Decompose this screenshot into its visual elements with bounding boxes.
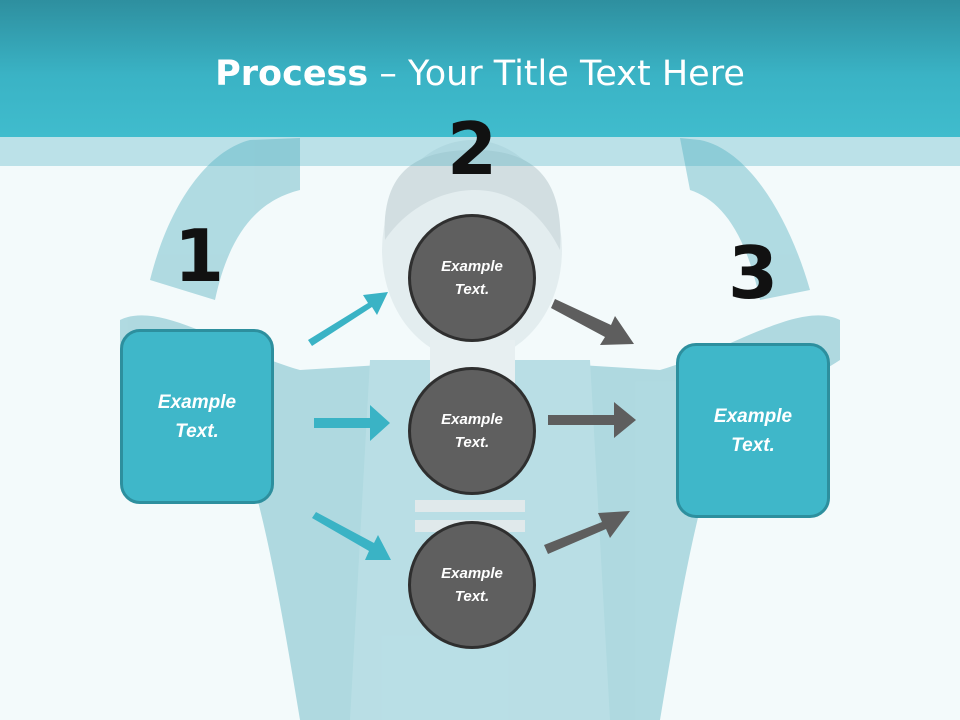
- step-3-box[interactable]: Example Text.: [676, 343, 830, 518]
- step-number-2: 2: [446, 107, 498, 191]
- arrow-grey-down: [551, 299, 634, 345]
- step-2-circle-2-label: Example Text.: [441, 411, 503, 451]
- title-bold: Process: [215, 54, 369, 94]
- step-2-circle-3[interactable]: Example Text.: [408, 521, 536, 649]
- title-band: [0, 0, 960, 137]
- arrow-grey-straight: [548, 402, 636, 438]
- slide-title: Process – Your Title Text Here: [0, 52, 960, 96]
- arrow-teal-straight: [314, 405, 390, 441]
- arrow-teal-up: [308, 292, 388, 346]
- step-1-box[interactable]: Example Text.: [120, 329, 274, 504]
- step-2-circle-1[interactable]: Example Text.: [408, 214, 536, 342]
- title-strip: [0, 137, 960, 166]
- step-number-1: 1: [173, 214, 225, 298]
- step-number-3: 3: [727, 231, 779, 315]
- title-rest: – Your Title Text Here: [368, 54, 745, 94]
- step-2-circle-2[interactable]: Example Text.: [408, 367, 536, 495]
- arrow-teal-down: [312, 512, 391, 560]
- step-2-circle-1-label: Example Text.: [441, 258, 503, 298]
- step-1-label: Example Text.: [157, 391, 237, 442]
- step-2-circle-3-label: Example Text.: [441, 565, 503, 605]
- step-3-label: Example Text.: [713, 405, 793, 456]
- arrow-grey-up: [544, 511, 630, 554]
